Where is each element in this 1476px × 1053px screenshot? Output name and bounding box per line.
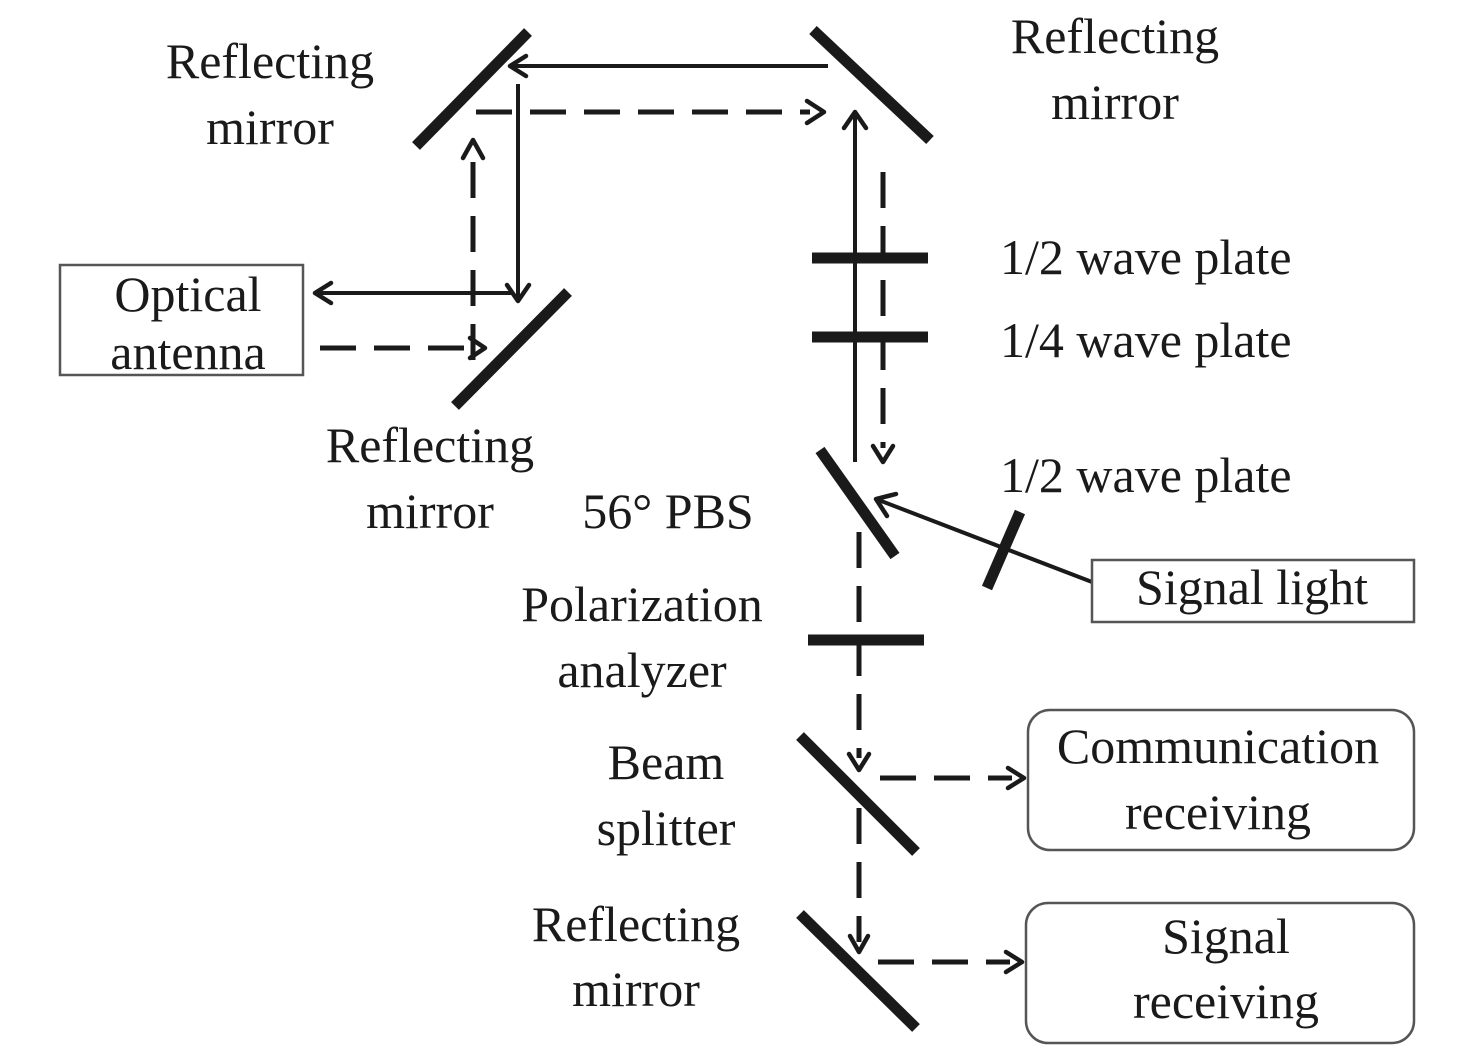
mirror-top-right	[809, 25, 934, 145]
arrow-head-right-top	[804, 98, 827, 126]
arrow-head-signal-light	[873, 491, 899, 519]
arrow-head-up-left	[460, 137, 486, 161]
mirror-middle-left	[451, 288, 572, 410]
mirror-bottom	[796, 910, 920, 1032]
arrow-head-to-splitter	[846, 751, 872, 773]
label-mirror-middle-left-2: mirror	[366, 483, 494, 539]
optical-antenna-line1: Optical	[114, 266, 261, 322]
label-half-wave-plate-1: 1/2 wave plate	[1000, 229, 1292, 285]
label-mirror-bottom-2: mirror	[572, 961, 700, 1017]
label-pbs: 56° PBS	[582, 483, 753, 539]
signal-light-box: Signal light	[1090, 558, 1416, 624]
arrow-head-up	[841, 109, 869, 131]
signal-receiving-box: Signal receiving	[1024, 901, 1416, 1045]
communication-receiving-line2: receiving	[1125, 784, 1311, 840]
signal-light-label: Signal light	[1136, 559, 1368, 615]
optical-antenna-line2: antenna	[110, 324, 265, 380]
label-beam-splitter-1: Beam	[608, 734, 725, 790]
label-mirror-top-right-2: mirror	[1051, 74, 1179, 130]
communication-receiving-box: Communication receiving	[1026, 708, 1416, 852]
communication-receiving-line1: Communication	[1057, 718, 1379, 774]
label-mirror-top-left-1: Reflecting	[166, 33, 374, 89]
arrow-head-to-communication	[1005, 765, 1027, 791]
pbs-56deg	[815, 446, 900, 560]
label-quarter-wave-plate: 1/4 wave plate	[1000, 312, 1292, 368]
label-mirror-top-right-1: Reflecting	[1011, 8, 1219, 64]
signal-receiving-line2: receiving	[1133, 973, 1319, 1029]
label-polarization-analyzer-1: Polarization	[521, 576, 763, 632]
optical-antenna-box: Optical antenna	[58, 263, 305, 380]
label-half-wave-plate-2: 1/2 wave plate	[1000, 447, 1292, 503]
beam-splitter	[796, 732, 920, 856]
signal-receiving-line1: Signal	[1162, 908, 1290, 964]
arrow-head-left-top	[507, 53, 529, 79]
label-beam-splitter-2: splitter	[597, 800, 736, 856]
arrow-head-to-antenna	[312, 280, 334, 306]
arrow-head-down-right	[870, 443, 896, 465]
arrow-head-to-bottom-mirror	[847, 933, 871, 955]
mirror-top-left	[412, 28, 532, 150]
solid-path-signal-light	[875, 497, 1093, 584]
label-polarization-analyzer-2: analyzer	[557, 642, 727, 698]
label-mirror-bottom-1: Reflecting	[532, 896, 740, 952]
arrow-head-to-signal-receiving	[1003, 949, 1025, 975]
label-mirror-top-left-2: mirror	[206, 99, 334, 155]
label-mirror-middle-left-1: Reflecting	[326, 417, 534, 473]
arrow-head-down-left	[504, 282, 532, 304]
